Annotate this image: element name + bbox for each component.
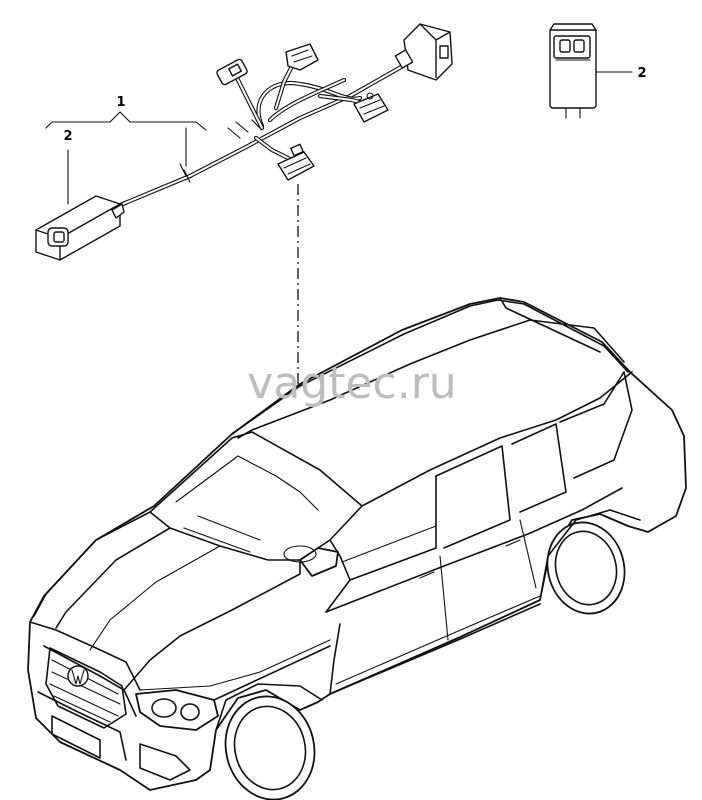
harness-connector-top: [285, 43, 319, 71]
callout-module-left: 2: [63, 129, 72, 144]
watermark: vagtec.ru: [247, 358, 456, 409]
front-wheel: [215, 683, 323, 800]
wiring-harness: [115, 23, 453, 209]
harness-connector-lower: [277, 143, 315, 181]
control-module-right: [549, 23, 597, 119]
control-module-left: [35, 195, 125, 261]
car-illustration: [27, 297, 687, 800]
headlight: [135, 689, 219, 731]
callout-harness: 1: [116, 95, 125, 110]
harness-plug-right: [353, 92, 389, 123]
callout-leaders: [45, 71, 633, 205]
rear-wheel: [539, 509, 641, 615]
harness-plug-small: [216, 58, 248, 86]
callout-module-right: 2: [637, 66, 646, 81]
harness-connector-right: [394, 23, 453, 81]
